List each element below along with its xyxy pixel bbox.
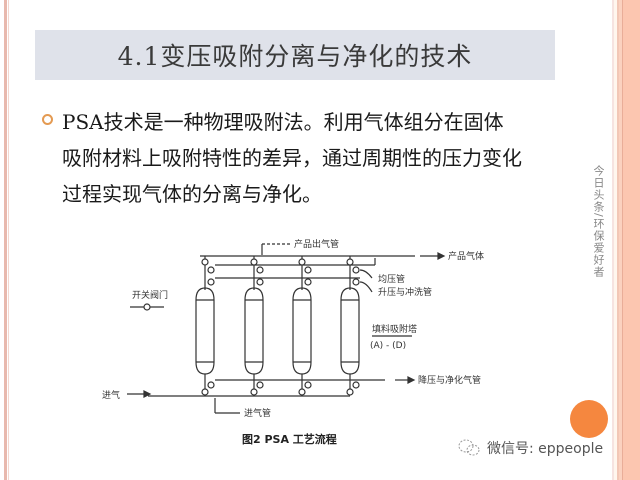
bullet-paragraph: PSA技术是一种物理吸附法。利用气体组分在固体 吸附材料上吸附特性的差异，通过周… (62, 104, 582, 212)
product-outlet-pipe-label: 产品出气管 (294, 238, 339, 250)
bullet-line-1: PSA技术是一种物理吸附法。利用气体组分在固体 (62, 110, 504, 134)
hollow-circle-bullet-icon (42, 114, 53, 125)
packed-tower-label: 填料吸附塔 (372, 323, 417, 335)
equalize-pipe-label: 均压管 (378, 273, 405, 285)
left-border-decoration (4, 0, 7, 480)
diagram-caption: 图2 PSA 工艺流程 (242, 432, 337, 446)
tank-d (340, 256, 360, 396)
slide-title: 4.1变压吸附分离与净化的技术 (117, 42, 473, 71)
right-border-decoration (612, 0, 640, 480)
valve-legend-label: 开关阀门 (132, 289, 168, 301)
tank-c (292, 256, 312, 396)
wechat-icon (458, 439, 480, 456)
wechat-id-text: 微信号: eppeople (487, 441, 604, 457)
tank-b (244, 256, 264, 396)
tank-a (195, 256, 215, 396)
pressurize-flush-pipe-label: 升压与冲洗管 (378, 286, 432, 298)
feed-gas-label: 进气 (102, 389, 120, 401)
tower-range-label: (A) - (D) (370, 341, 406, 351)
psa-flow-svg: 产品出气管 产品气体 均压管 升压与冲洗管 开关阀门 填料吸附塔 (A) - (… (102, 238, 484, 446)
depressurize-pipe-label: 降压与净化气管 (418, 374, 481, 386)
product-gas-label: 产品气体 (448, 250, 484, 262)
slide-title-bar: 4.1变压吸附分离与净化的技术 (35, 30, 555, 80)
side-watermark: 今日头条/环保爱好者 (592, 165, 605, 278)
psa-process-diagram: 产品出气管 产品气体 均压管 升压与冲洗管 开关阀门 填料吸附塔 (A) - (… (90, 230, 530, 455)
left-border-decoration-inner (8, 0, 9, 480)
wechat-watermark: 微信号: eppeople (457, 438, 603, 458)
bullet-line-2: 吸附材料上吸附特性的差异，通过周期性的压力变化 (62, 146, 522, 170)
feed-pipe-label: 进气管 (244, 407, 271, 419)
bullet-line-3: 过程实现气体的分离与净化。 (62, 182, 322, 206)
decorative-orange-circle (570, 400, 608, 438)
